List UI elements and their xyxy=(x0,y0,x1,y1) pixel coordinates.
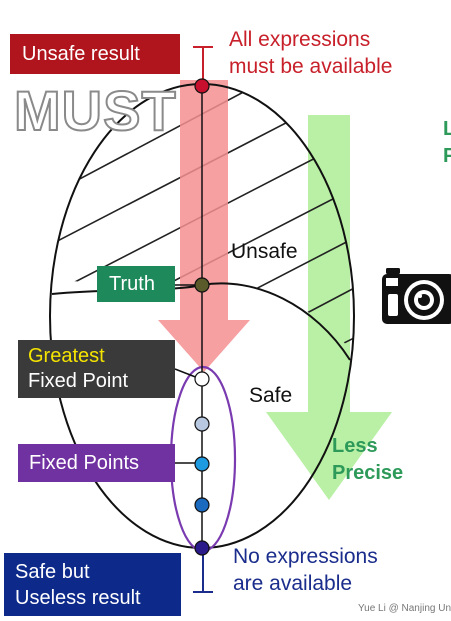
less-precise-cut-label: L P xyxy=(443,116,451,170)
must-be-available-text: must be available xyxy=(229,55,393,78)
less-precise-label: Less Precise xyxy=(332,433,403,487)
top-node xyxy=(194,78,210,94)
camera-icon xyxy=(382,268,451,324)
truth-label: Truth xyxy=(97,266,175,302)
precise-cut-text: P xyxy=(443,145,451,167)
unsafe-result-text: Unsafe result xyxy=(22,43,140,65)
fixed-points-text: Fixed Points xyxy=(29,452,140,474)
greatest-fixed-point-node xyxy=(194,371,210,387)
fixed-point-text: Fixed Point xyxy=(28,370,129,392)
must-arrow xyxy=(158,80,250,372)
no-expressions-annotation: No expressions are available xyxy=(233,543,378,597)
unsafe-region-label: Unsafe xyxy=(231,240,298,263)
less-text: Less xyxy=(332,435,378,457)
top-bracket xyxy=(193,46,213,84)
useless-result-label: Safe but Useless result xyxy=(4,553,181,616)
greatest-fixed-point-label: Greatest Fixed Point xyxy=(18,340,175,398)
safe-but-text: Safe but xyxy=(15,561,90,583)
fixed-point-node xyxy=(194,416,210,432)
must-title: MUST xyxy=(13,78,177,143)
less-cut-text: L xyxy=(443,118,451,140)
fixed-point-node xyxy=(194,456,210,472)
all-expressions-text: All expressions xyxy=(229,28,371,51)
bottom-node xyxy=(194,540,210,556)
truth-text: Truth xyxy=(109,273,155,295)
useless-result-text: Useless result xyxy=(15,587,141,609)
unsafe-result-label: Unsafe result xyxy=(10,34,180,74)
fixed-points-label: Fixed Points xyxy=(18,444,175,482)
greatest-text: Greatest xyxy=(28,345,105,367)
less-precise-arrow xyxy=(266,115,392,500)
no-expressions-text: No expressions xyxy=(233,545,378,568)
all-expressions-annotation: All expressions must be available xyxy=(229,26,392,80)
safe-region-label: Safe xyxy=(249,384,293,407)
fixed-point-node xyxy=(194,497,210,513)
credit-footer: Yue Li @ Nanjing Un xyxy=(358,603,451,614)
gfp-connector xyxy=(174,368,199,379)
precise-text: Precise xyxy=(332,462,404,484)
truth-node xyxy=(194,277,210,293)
are-available-text: are available xyxy=(233,572,353,595)
bottom-bracket xyxy=(193,553,213,593)
